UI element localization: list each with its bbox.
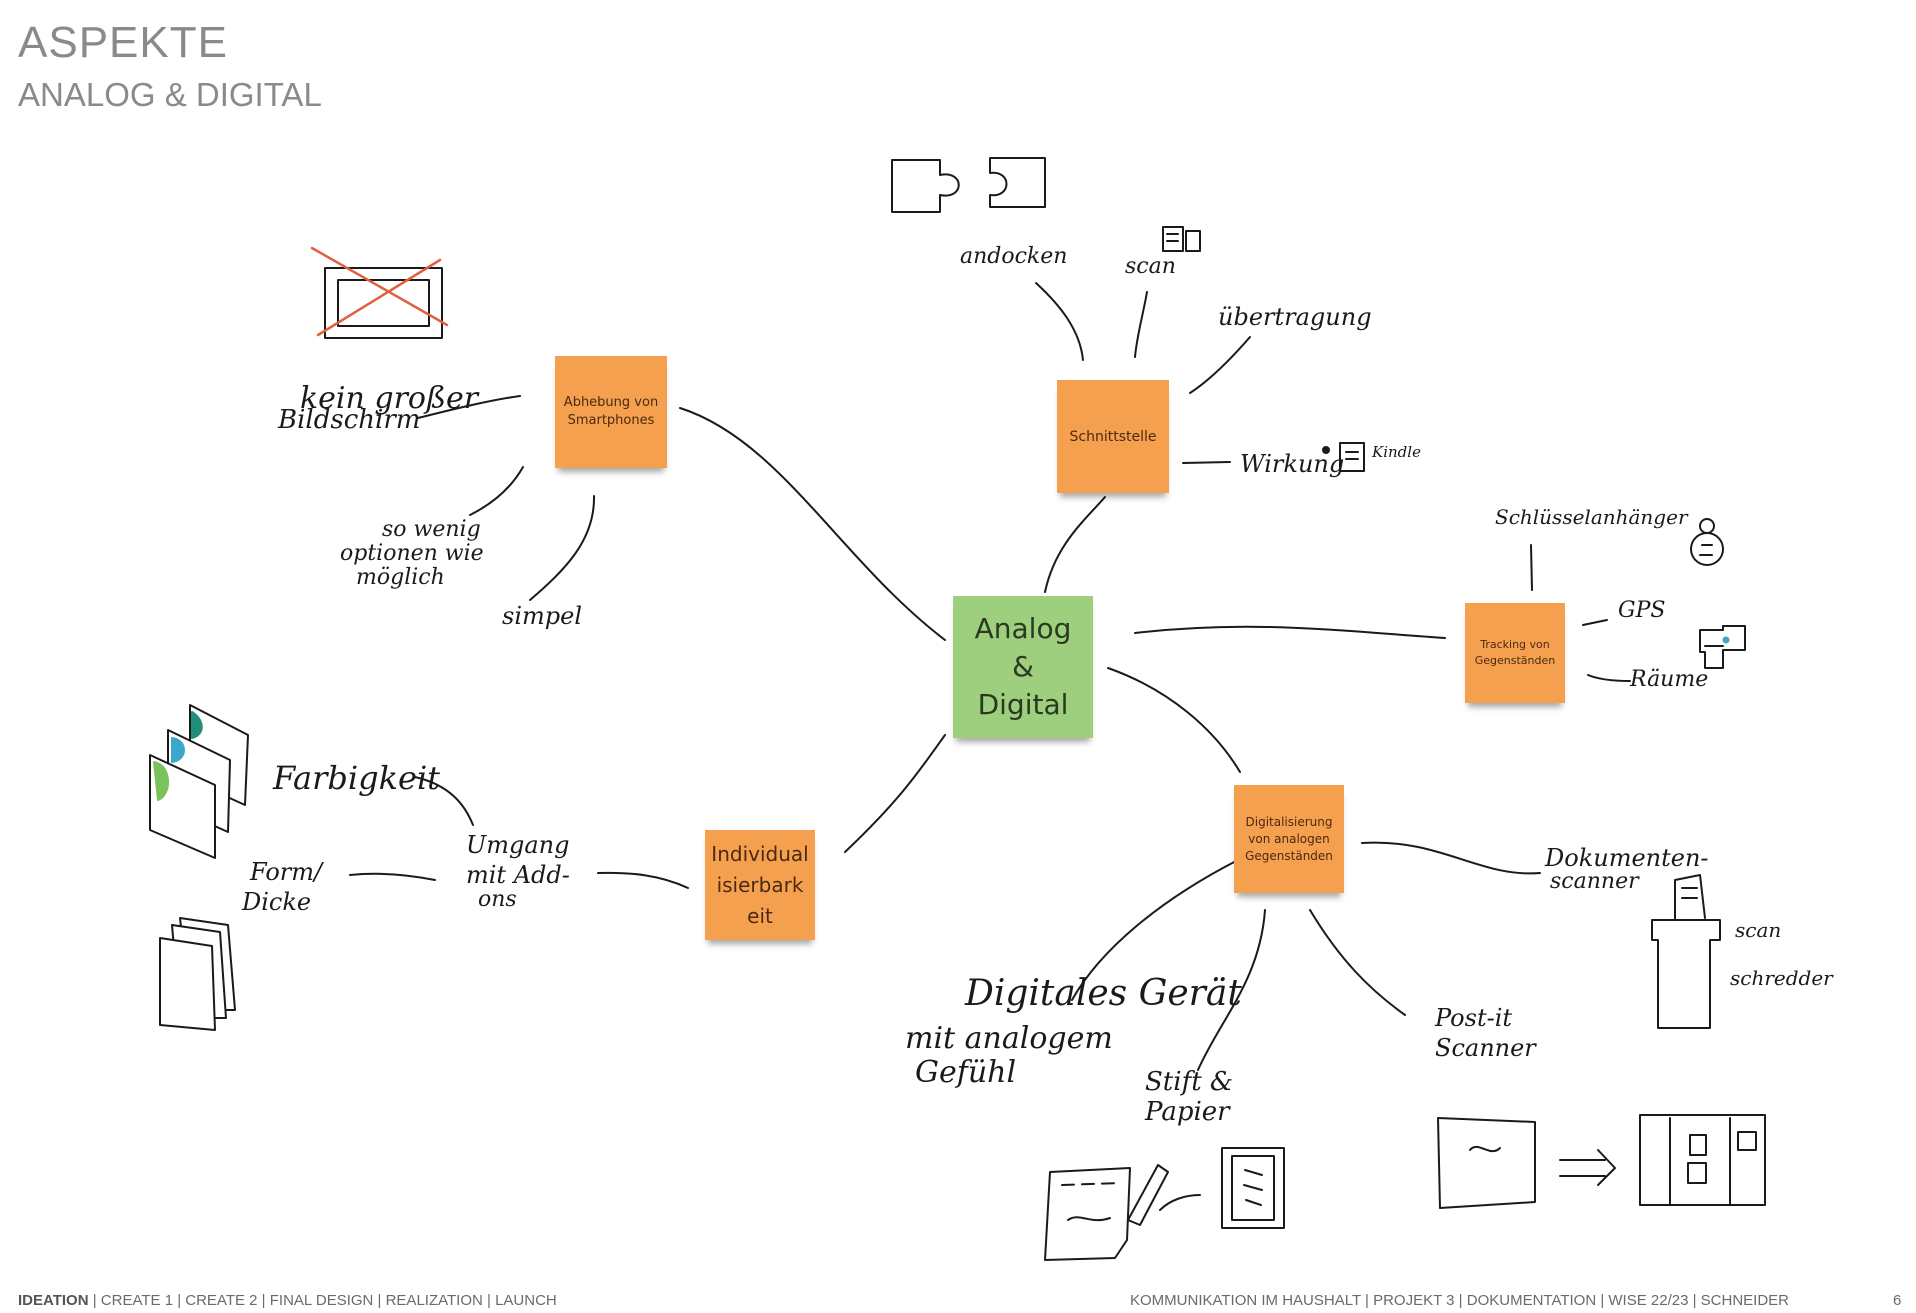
label-raeume: Räume (1629, 667, 1708, 692)
connector-raeume (1587, 674, 1631, 682)
scan-icon (1162, 226, 1201, 252)
connector-so-wenig (469, 466, 524, 516)
label-so-wenig: so wenig (382, 517, 481, 542)
label-mit-analogem: mit analogem (905, 1021, 1113, 1056)
connector-wirkung (1182, 461, 1231, 464)
label-schluesselanhaenger: Schlüsselanhänger (1495, 505, 1689, 529)
label-form: Form/ (249, 858, 325, 886)
connector-dokumenten (1361, 841, 1541, 875)
label-gps: GPS (1618, 598, 1665, 623)
label-scan-right: scan (1735, 918, 1781, 942)
connector-form (349, 872, 436, 881)
label-schredder: schredder (1730, 966, 1834, 990)
color-layers-icon (149, 704, 249, 859)
label-scanner-postit: Scanner (1435, 1034, 1537, 1062)
label-dokumenten: Dokumenten- (1544, 844, 1709, 872)
label-bildschirm: Bildschirm (277, 405, 420, 435)
connector-kein-grosser (417, 395, 521, 419)
label-wirkung: Wirkung (1240, 450, 1344, 478)
label-moeglich: möglich (356, 565, 445, 590)
connector-digitalisierung (1107, 667, 1241, 773)
footer-nav-rest[interactable]: | CREATE 1 | CREATE 2 | FINAL DESIGN | R… (88, 1292, 557, 1309)
connector-farbigkeit (414, 776, 474, 826)
label-gefuehl: Gefühl (915, 1055, 1016, 1090)
footer-nav: IDEATION | CREATE 1 | CREATE 2 | FINAL D… (18, 1292, 557, 1309)
label-optionen-wie: optionen wie (340, 541, 484, 566)
connector-addons (597, 871, 689, 889)
label-dicke: Dicke (241, 888, 311, 916)
stacked-paper-icon (159, 917, 236, 1031)
connector-tracking (1134, 625, 1446, 639)
connector-simpel (529, 495, 596, 601)
postit-scanner-icon (1437, 1114, 1766, 1209)
footer-nav-active[interactable]: IDEATION (18, 1292, 89, 1309)
label-kein-grosser: kein großer (300, 381, 480, 416)
crossed-screen-icon (310, 246, 449, 339)
key-tag-icon (1690, 518, 1724, 566)
rooms-icon (1699, 625, 1746, 669)
connector-schluessel (1530, 544, 1533, 591)
label-andocken: andocken (960, 244, 1067, 269)
note-center-analog-digital: Analog & Digital (953, 596, 1093, 738)
note-schnittstelle: Schnittstelle (1057, 380, 1169, 493)
connector-stift (1197, 909, 1266, 1071)
label-scan-top: scan (1125, 254, 1176, 279)
connector-digitales-geraet (1071, 859, 1239, 1001)
connector-abhebung (679, 407, 946, 641)
note-individualisierbarkeit: Individualisierbarkeit (705, 830, 815, 940)
page-title: ASPEKTE (18, 18, 228, 67)
label-simpel: simpel (502, 602, 582, 630)
label-digitales-geraet: Digitales Gerät (964, 973, 1242, 1014)
connector-scan-top (1134, 291, 1148, 358)
connector-postit (1309, 909, 1406, 1016)
note-tracking: Tracking von Gegenständen (1465, 603, 1565, 703)
label-mit-add: mit Add- (466, 861, 570, 889)
kindle-icon (1322, 442, 1365, 472)
label-stift: Stift & (1145, 1067, 1233, 1097)
label-postit: Post-it (1434, 1004, 1512, 1032)
page-number: 6 (1893, 1292, 1902, 1309)
puzzle-icon (891, 157, 1046, 213)
label-ons: ons (478, 887, 517, 912)
label-farbigkeit: Farbigkeit (272, 759, 440, 797)
page-subtitle: ANALOG & DIGITAL (18, 76, 322, 113)
label-kindle: Kindle (1371, 443, 1421, 461)
label-umgang: Umgang (466, 831, 569, 859)
label-papier: Papier (1144, 1097, 1231, 1127)
connector-uebertragung (1189, 336, 1251, 394)
label-scanner-doc: scanner (1550, 869, 1640, 894)
connector-individu (844, 734, 946, 853)
footer-info: KOMMUNIKATION IM HAUSHALT | PROJEKT 3 | … (1130, 1292, 1790, 1309)
connector-andocken (1035, 282, 1084, 361)
connector-gps (1582, 619, 1608, 626)
note-abhebung: Abhebung von Smartphones (555, 356, 667, 468)
paper-pen-icon (1044, 1147, 1285, 1261)
shredder-icon (1651, 874, 1721, 1029)
connector-schnittstelle (1044, 496, 1106, 593)
note-digitalisierung: Digitalisierung von analogen Gegenstände… (1234, 785, 1344, 893)
label-uebertragung: übertragung (1218, 303, 1372, 331)
